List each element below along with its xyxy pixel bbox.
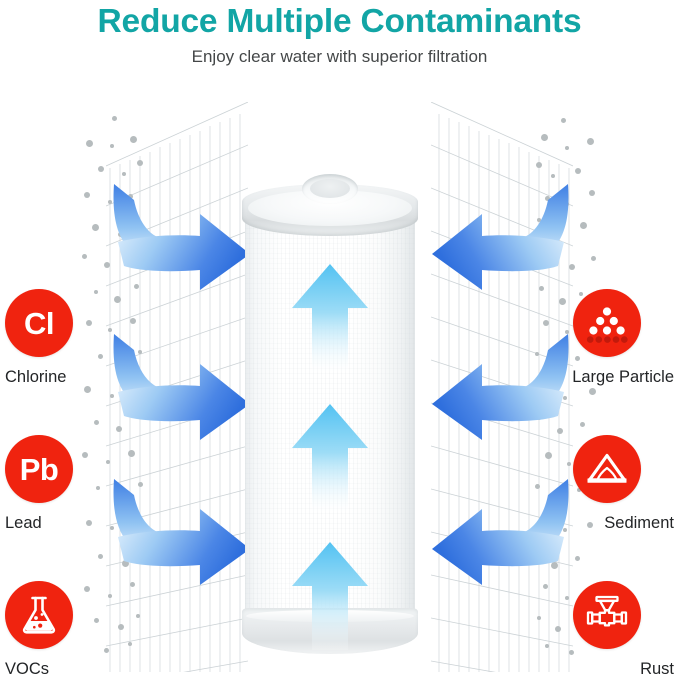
sediment-mound-icon [587,453,627,483]
large-particle-label: Large Particle [572,368,674,386]
sediment-badge-circle [573,435,641,503]
pipe-valve-icon [586,595,628,627]
illustration-stage: Cl Chlorine Pb Lead VOCs [0,84,679,692]
contaminant-chlorine[interactable]: Cl Chlorine [5,289,141,387]
lead-symbol-icon: Pb [19,451,59,487]
contaminant-particles-left [82,114,144,659]
header: Reduce Multiple Contaminants Enjoy clear… [0,0,679,69]
chlorine-badge-circle: Cl [5,289,73,357]
cartridge-center-hole [310,179,350,198]
flow-arrow-up-1 [288,262,372,374]
contaminant-large-particle[interactable]: Large Particle [538,289,674,387]
rust-label: Rust [640,660,674,678]
water-filter-cartridge [242,170,418,674]
contaminant-rust[interactable]: Rust [538,581,674,679]
contaminant-vocs[interactable]: VOCs [5,581,141,679]
lead-badge-circle: Pb [5,435,73,503]
sediment-label: Sediment [604,514,674,532]
vocs-label: VOCs [5,660,50,678]
flow-arrow-up-3 [288,540,372,652]
contaminant-lead[interactable]: Pb Lead [5,435,141,533]
particles-pyramid-icon [586,307,628,343]
page-title: Reduce Multiple Contaminants [97,3,582,40]
lead-label: Lead [5,514,42,532]
chlorine-label: Chlorine [5,368,67,386]
rust-badge-circle [573,581,641,649]
flow-arrow-up-2 [288,402,372,514]
flask-icon [22,596,56,634]
large-particle-badge-circle [573,289,641,357]
page-subtitle: Enjoy clear water with superior filtrati… [191,47,488,66]
vocs-badge-circle [5,581,73,649]
contaminant-sediment[interactable]: Sediment [538,435,674,533]
chlorine-symbol-icon: Cl [24,305,55,341]
